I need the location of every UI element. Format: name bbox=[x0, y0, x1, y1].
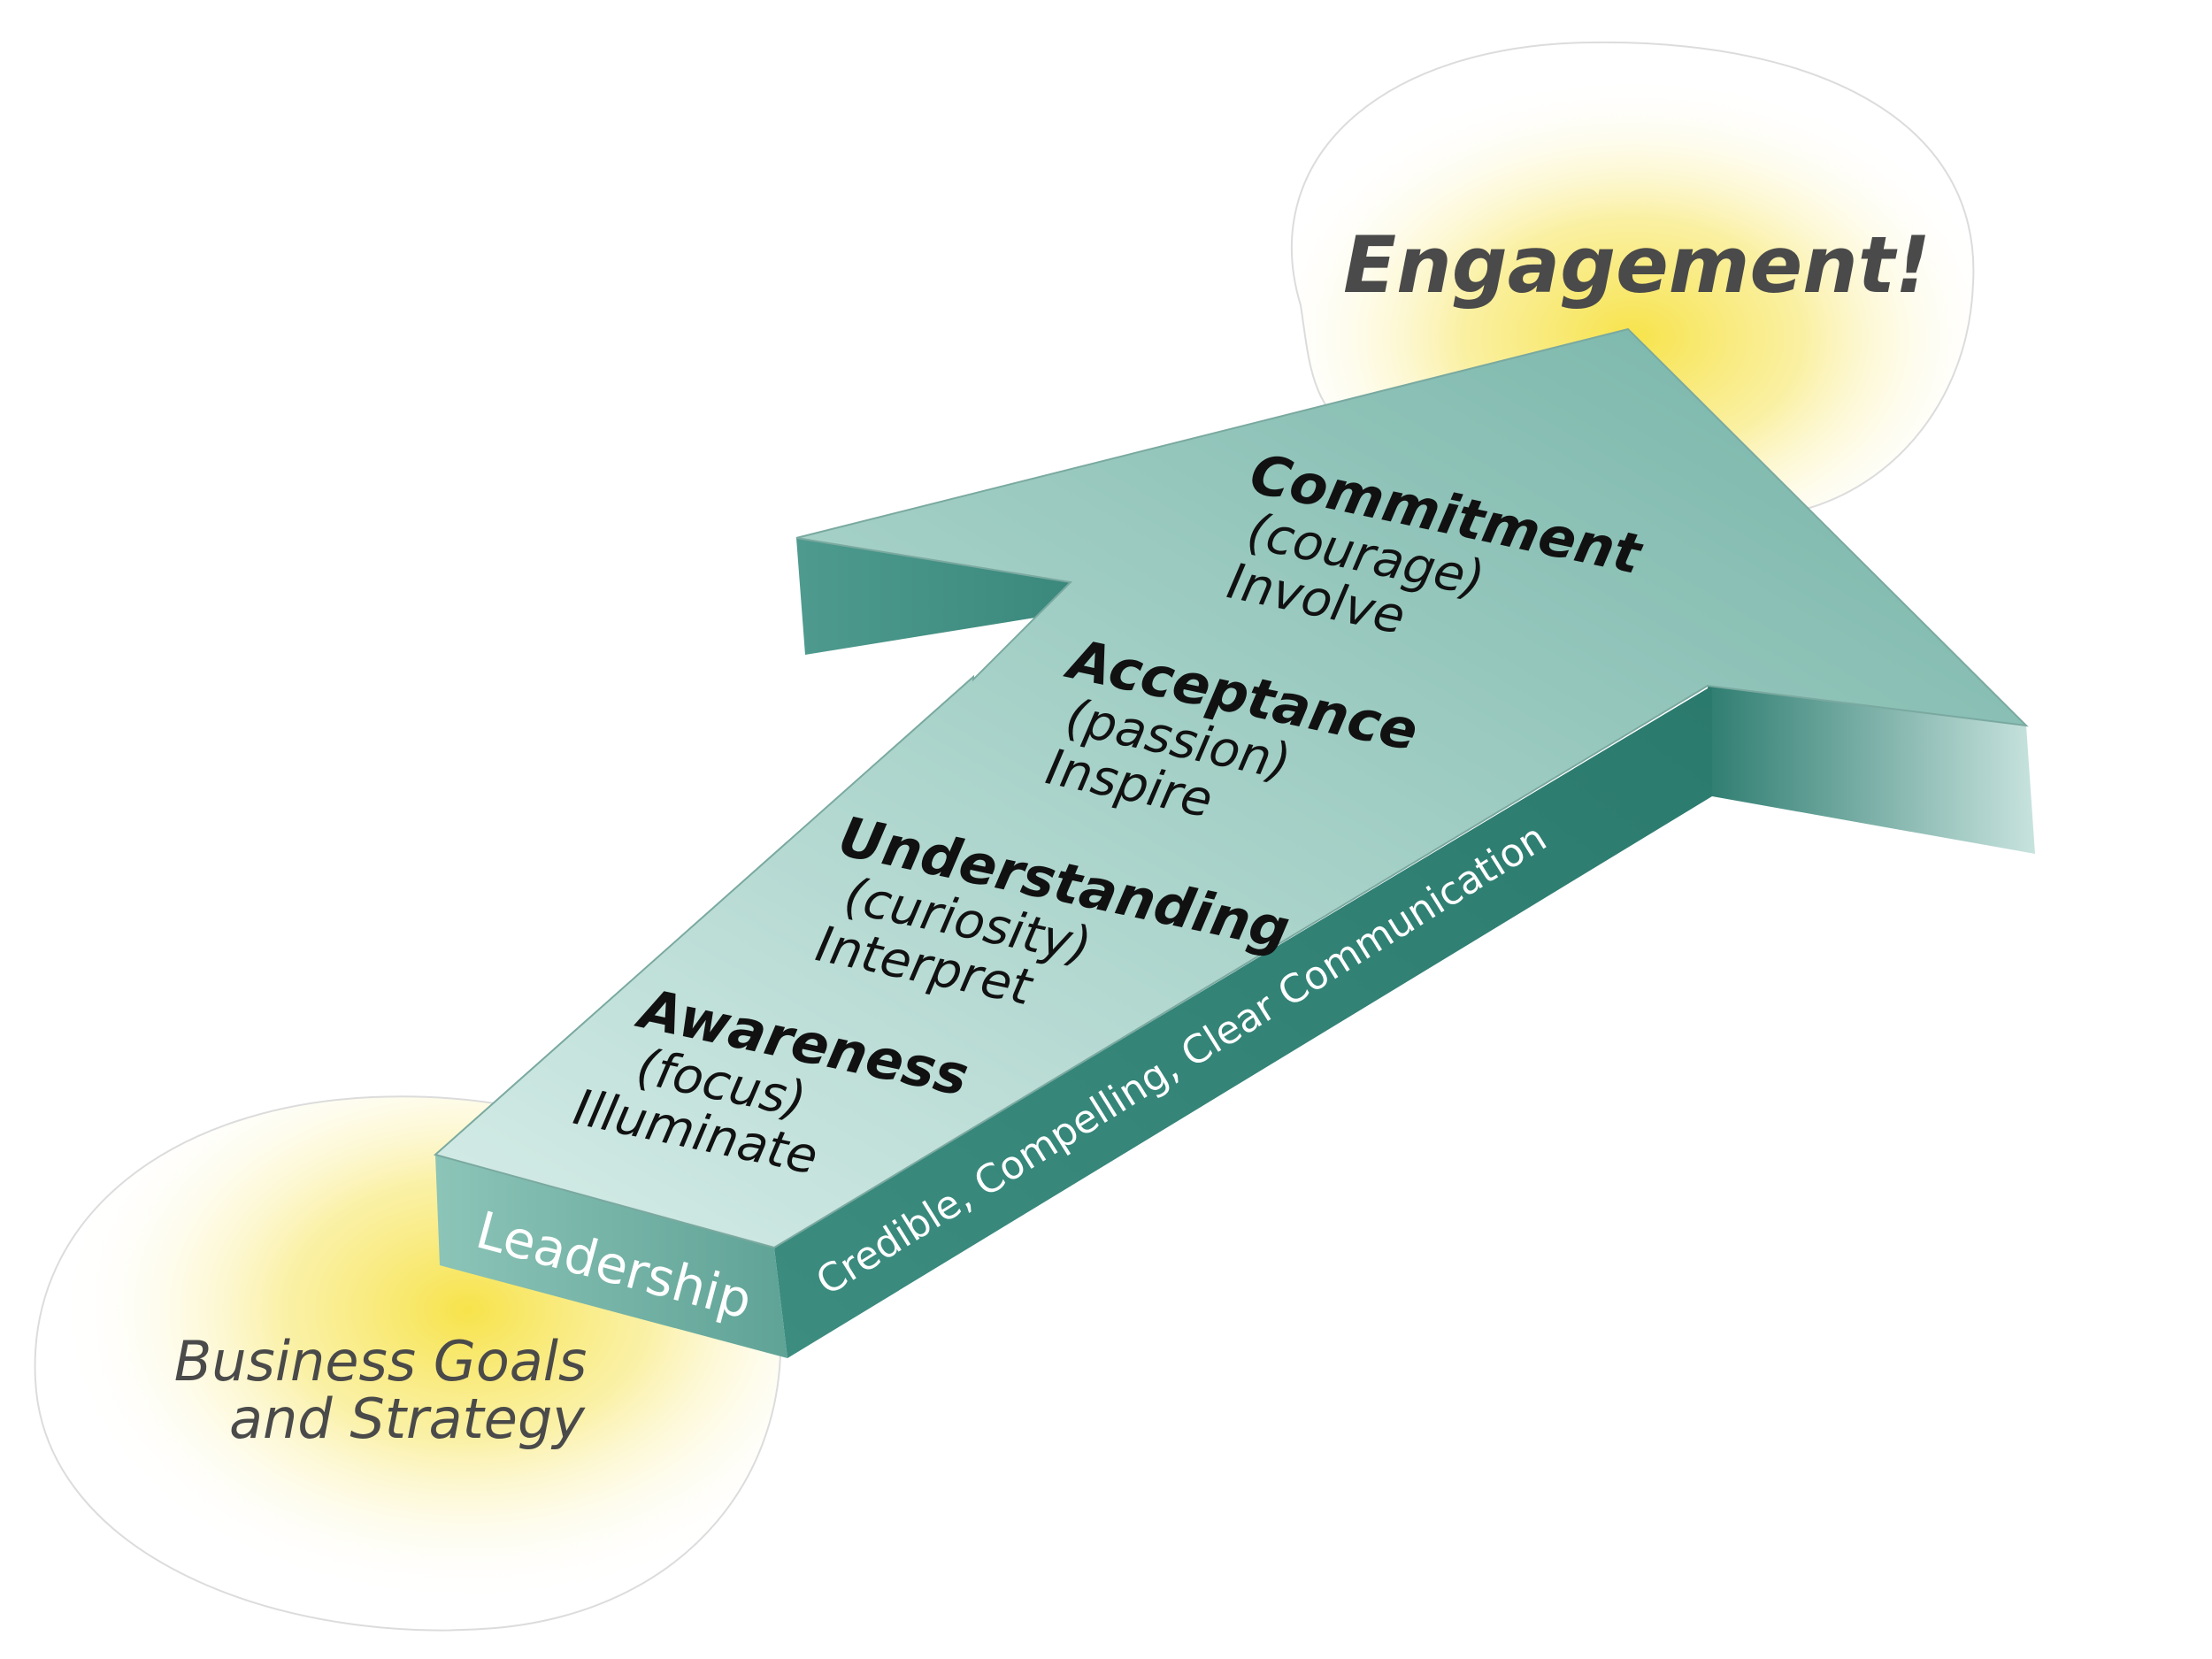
business-goals-label-line1: Business Goals bbox=[174, 1329, 588, 1394]
arrow-top-face bbox=[433, 327, 2029, 1249]
arrow-shape bbox=[433, 327, 2035, 1358]
arrow-shaft-side bbox=[774, 686, 1712, 1358]
arrow-wing-left-side bbox=[796, 538, 1079, 655]
arrow-head-right-side bbox=[1708, 686, 2035, 854]
engagement-label: Engagement! bbox=[1343, 219, 1931, 311]
business-goals-label-line2: and Strategy bbox=[229, 1386, 586, 1451]
arrow-base-face bbox=[435, 1155, 787, 1358]
